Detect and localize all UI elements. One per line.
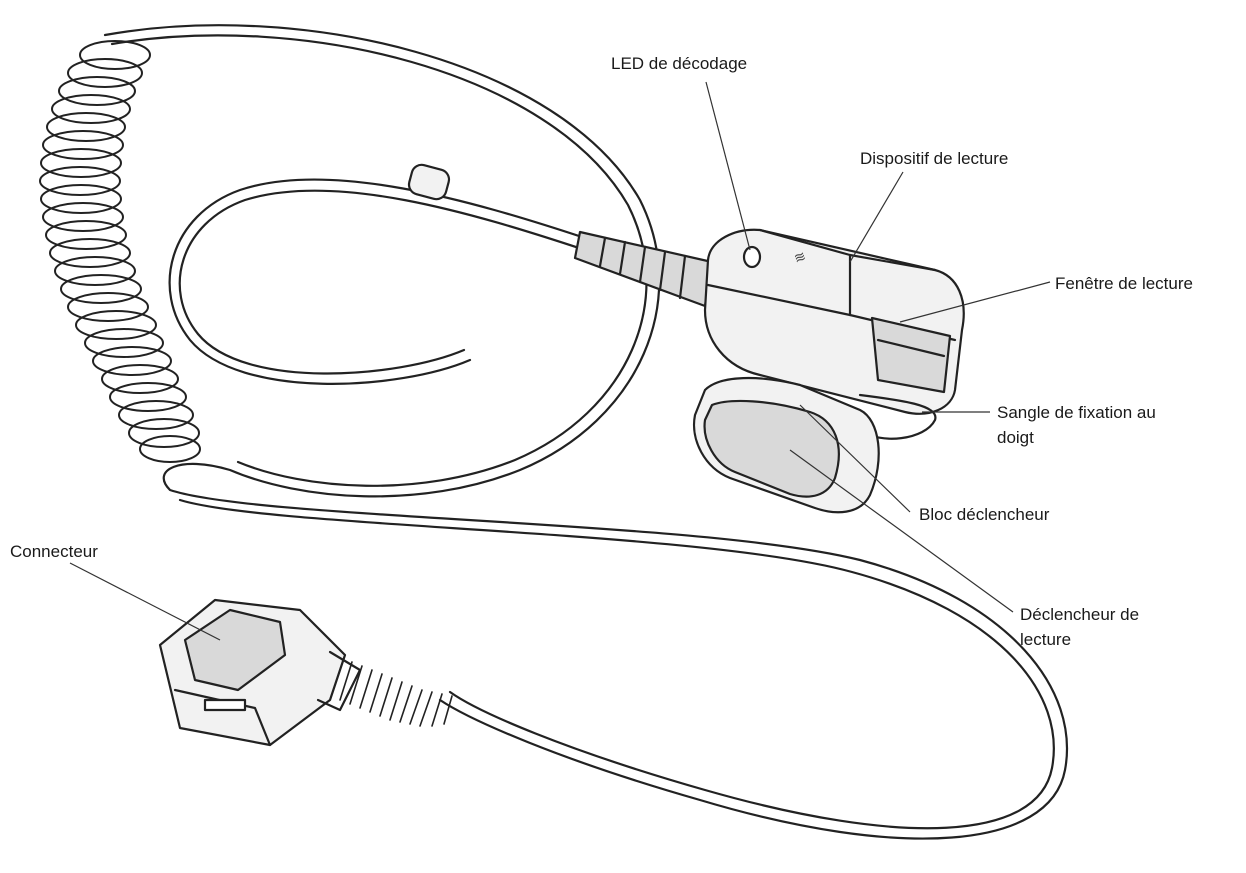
ferrite-bead bbox=[407, 163, 451, 201]
leader-scan-engine bbox=[849, 171, 904, 263]
strain-relief bbox=[573, 230, 714, 308]
coiled-cord bbox=[39, 40, 201, 463]
leader-led bbox=[705, 81, 751, 251]
connector-plug bbox=[158, 598, 362, 747]
connector-spring bbox=[339, 661, 453, 727]
decode-led bbox=[742, 245, 762, 269]
label-finger-strap-line1: Sangle de fixation au bbox=[997, 403, 1156, 422]
label-scan-trigger-line2: lecture bbox=[1020, 630, 1072, 649]
label-trigger-block: Bloc déclencheur bbox=[919, 505, 1050, 524]
scan-trigger bbox=[703, 399, 840, 498]
leader-trigger-block bbox=[799, 404, 911, 513]
label-scan-trigger-line1: Déclencheur de bbox=[1020, 605, 1140, 624]
label-decode-led: LED de décodage bbox=[611, 54, 748, 73]
scan-window bbox=[870, 316, 952, 394]
outer-cable bbox=[103, 24, 1069, 840]
svg-text:≋: ≋ bbox=[792, 247, 808, 266]
label-scan-window: Fenêtre de lecture bbox=[1055, 274, 1193, 293]
leader-trigger bbox=[789, 449, 1014, 613]
label-connector: Connecteur bbox=[10, 542, 98, 561]
label-finger-strap-line2: doigt bbox=[997, 428, 1034, 447]
label-scan-engine: Dispositif de lecture bbox=[860, 149, 1009, 168]
finger-strap bbox=[858, 393, 937, 440]
leader-lines bbox=[69, 81, 1051, 641]
leader-connector bbox=[69, 562, 221, 641]
inner-cable bbox=[168, 178, 587, 385]
leader-scan-window bbox=[899, 281, 1051, 323]
